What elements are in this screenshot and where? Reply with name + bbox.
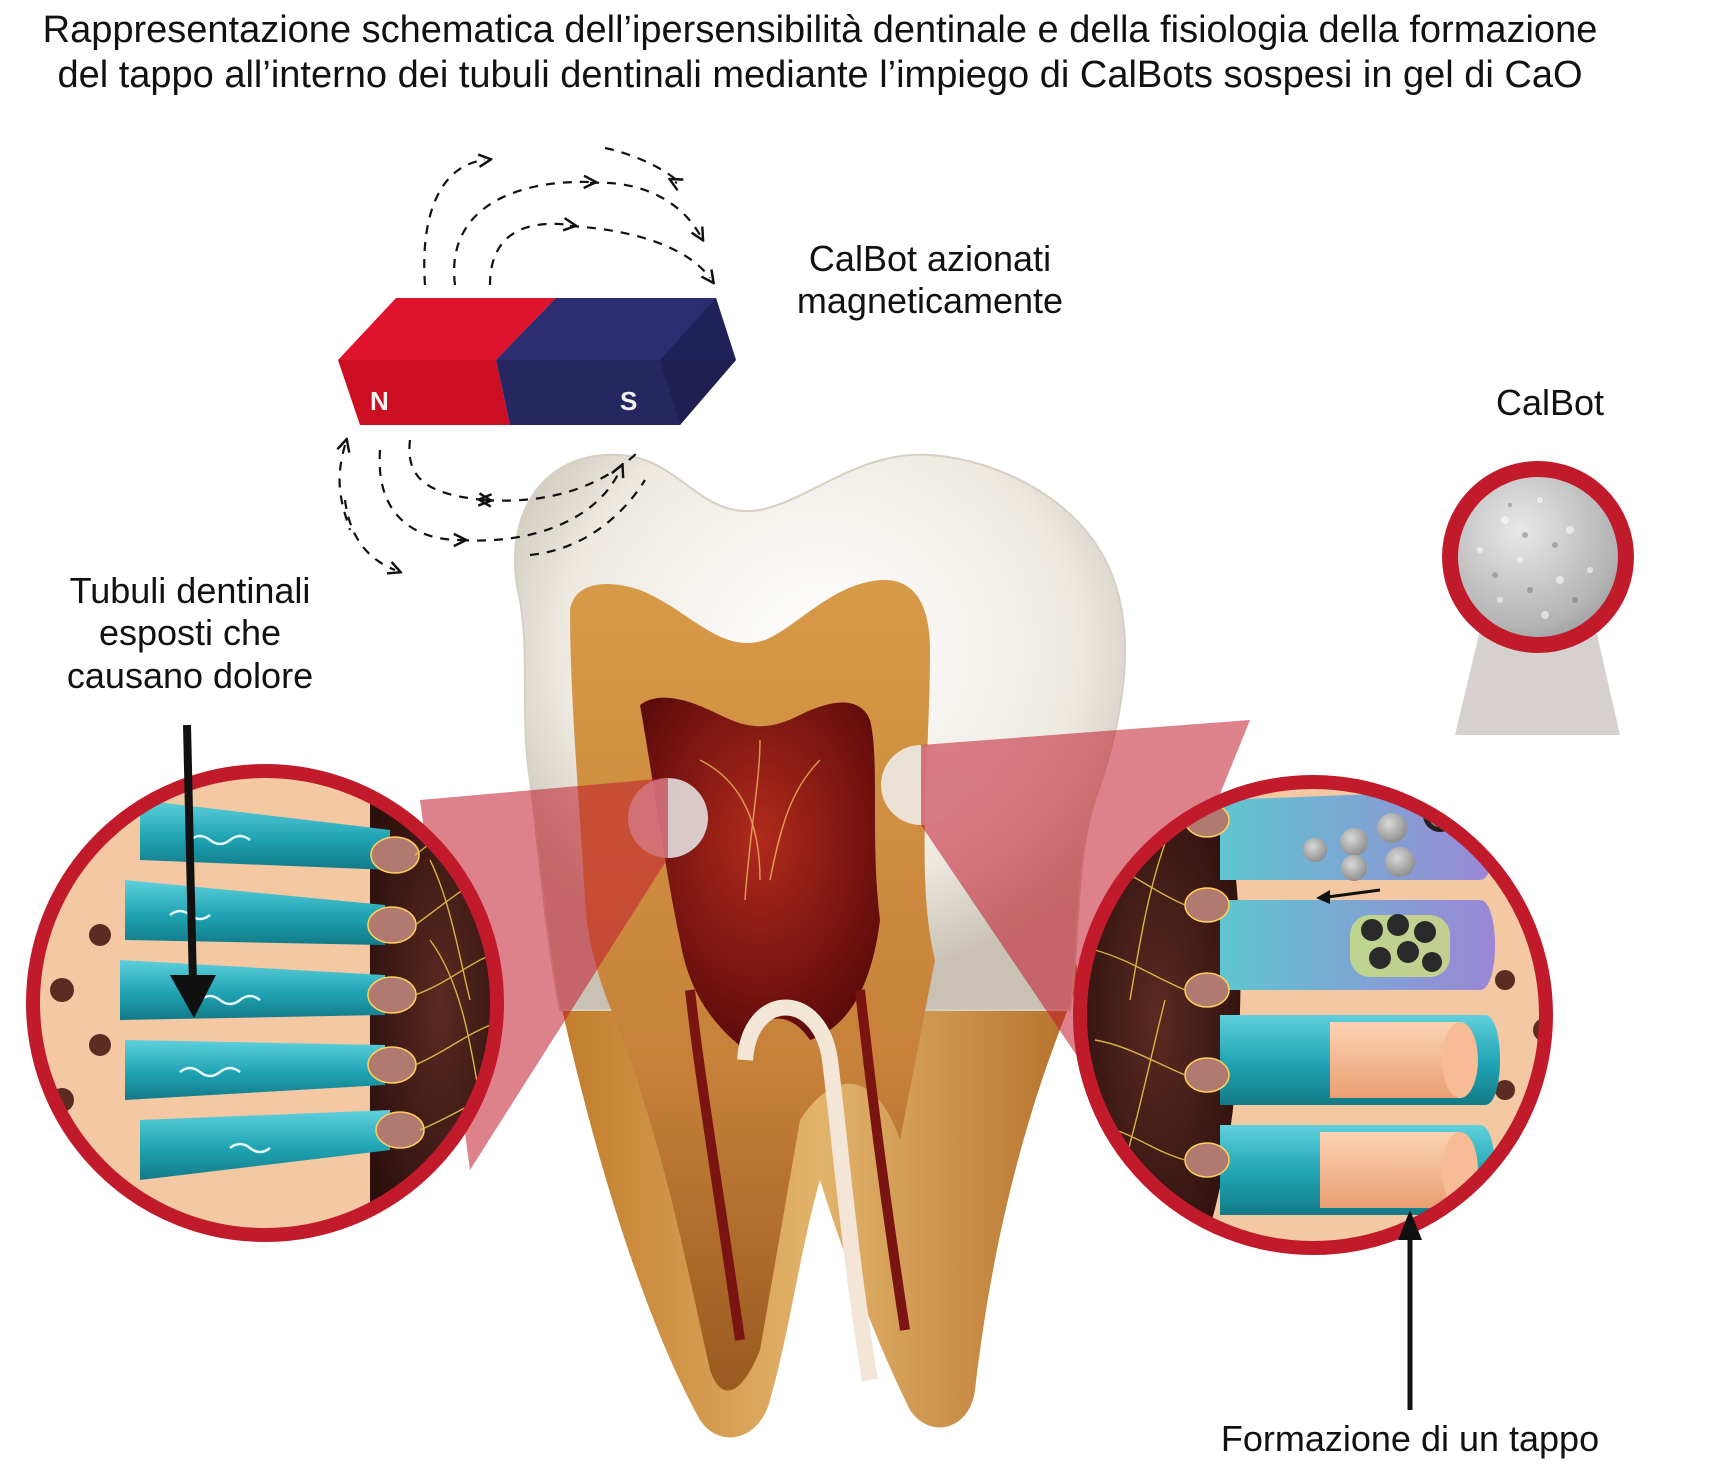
root-furcation (737, 999, 878, 1382)
magnet-north-top (338, 298, 556, 360)
magnet-north-label: N (370, 386, 389, 416)
callout-cone-right (921, 720, 1250, 1090)
calbot-closeup-ring (1442, 461, 1634, 653)
label-exposed-tubules-line2: esposti che (98, 612, 282, 654)
pulp-nerves (699, 739, 821, 901)
title-line-2: del tappo all’interno dei tubuli dentina… (57, 53, 1583, 96)
tubules-left (120, 800, 390, 1180)
label-magnetic-calbots: CalBot azionati magneticamente (770, 238, 1090, 323)
magnifier-right (1073, 775, 1553, 1255)
pointer-arrow-plug (1398, 1210, 1422, 1410)
pointer-arrow-left (170, 724, 216, 1018)
label-magnetic-calbots-line2: magneticamente (796, 280, 1064, 322)
root-canal-left (685, 989, 745, 1341)
callout-cone-calbot (1455, 630, 1620, 735)
field-lines (340, 146, 710, 570)
title-line-1: Rappresentazione schematica dell’ipersen… (42, 9, 1598, 51)
root-canal-right (855, 989, 910, 1331)
odontoblasts-right (1184, 802, 1230, 1178)
label-exposed-tubules: Tubuli dentinali esposti che causano dol… (40, 570, 340, 697)
calbot-closeup (1442, 461, 1634, 653)
magnet-end-face (660, 298, 736, 425)
magnifier-left (26, 764, 504, 1242)
magnet-south-label: S (620, 386, 638, 416)
magnifier-right-ring (1073, 775, 1553, 1255)
label-magnetic-calbots-line1: CalBot azionati (808, 238, 1052, 279)
label-plug-formation: Formazione di un tappo (1220, 1418, 1600, 1459)
diagram-title: Rappresentazione schematica dell’ipersen… (40, 8, 1600, 98)
label-exposed-tubules-line1: Tubuli dentinali (69, 570, 311, 611)
label-exposed-tubules-line3: causano dolore (66, 654, 314, 696)
odontoblasts-left (367, 836, 425, 1149)
label-calbot: CalBot (1495, 382, 1605, 423)
magnet-north-pole (338, 360, 510, 425)
bar-magnet (338, 298, 736, 425)
magnifier-left-ring (26, 764, 504, 1242)
